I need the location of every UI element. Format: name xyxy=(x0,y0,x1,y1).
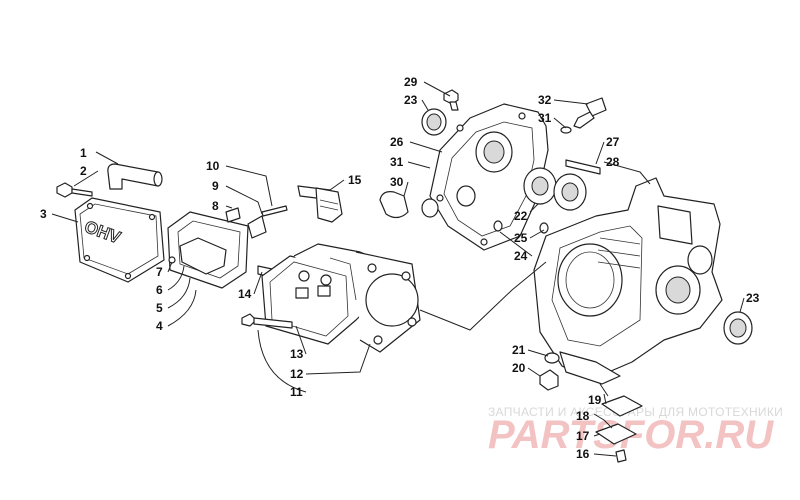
valve-cover: OHV xyxy=(74,197,165,283)
oil-seal-side xyxy=(723,311,753,345)
callout-31-left: 31 xyxy=(390,155,404,169)
leader-lines xyxy=(51,81,745,457)
callout-32: 32 xyxy=(538,93,552,107)
rocker-stud xyxy=(225,205,288,239)
callout-17: 17 xyxy=(576,429,590,443)
callout-20: 20 xyxy=(512,361,526,375)
spark-plug xyxy=(297,185,343,223)
callout-16: 16 xyxy=(576,447,590,461)
head-gasket xyxy=(355,251,421,353)
callout-15: 15 xyxy=(348,173,362,187)
callout-18: 18 xyxy=(576,409,590,423)
cover-bolt-top xyxy=(443,89,459,111)
callout-22: 22 xyxy=(514,209,528,223)
breather-hose xyxy=(107,163,163,190)
callout-labels: 1 2 3 4 5 6 7 8 9 10 11 12 13 14 15 16 1… xyxy=(40,75,760,461)
sensor-plate xyxy=(595,395,643,463)
callout-9: 9 xyxy=(212,179,219,193)
callout-3: 3 xyxy=(40,207,47,221)
callout-12: 12 xyxy=(290,367,304,381)
head-bolt xyxy=(241,313,293,329)
dipstick xyxy=(560,97,607,134)
callout-28: 28 xyxy=(606,155,620,169)
callout-14: 14 xyxy=(238,287,252,301)
callout-2: 2 xyxy=(80,164,87,178)
callout-10: 10 xyxy=(206,159,220,173)
callout-23-side: 23 xyxy=(746,291,760,305)
callout-8: 8 xyxy=(212,199,219,213)
callout-11: 11 xyxy=(290,385,303,399)
callout-6: 6 xyxy=(156,283,163,297)
callout-5: 5 xyxy=(156,301,163,315)
oil-seal-top xyxy=(421,108,447,136)
callout-31-right: 31 xyxy=(538,111,552,125)
callout-27: 27 xyxy=(606,135,620,149)
callout-4: 4 xyxy=(156,319,163,333)
callout-1: 1 xyxy=(80,146,87,160)
callout-26: 26 xyxy=(390,135,404,149)
drain-plug-group xyxy=(539,352,560,391)
callout-13: 13 xyxy=(290,347,304,361)
callout-23-top: 23 xyxy=(404,93,418,107)
crankcase-block xyxy=(533,177,723,385)
oil-filler-plug xyxy=(379,191,439,219)
callout-30: 30 xyxy=(390,175,404,189)
cover-bolt xyxy=(56,182,93,198)
callout-24: 24 xyxy=(514,249,528,263)
crankcase-cover xyxy=(429,103,549,251)
callout-21: 21 xyxy=(512,343,526,357)
callout-7: 7 xyxy=(156,265,163,279)
watermark-tagline: ЗАПЧАСТИ И АКСЕССУАРЫ ДЛЯ МОТОТЕХНИКИ xyxy=(488,405,783,419)
callout-19: 19 xyxy=(588,393,602,407)
dowel-pin xyxy=(565,159,601,175)
callout-29: 29 xyxy=(404,75,418,89)
crank-bearings xyxy=(523,167,587,211)
watermark: ЗАПЧАСТИ И АКСЕССУАРЫ ДЛЯ МОТОТЕХНИКИ PA… xyxy=(488,405,783,457)
callout-25: 25 xyxy=(514,231,528,245)
small-dowels xyxy=(493,220,549,234)
